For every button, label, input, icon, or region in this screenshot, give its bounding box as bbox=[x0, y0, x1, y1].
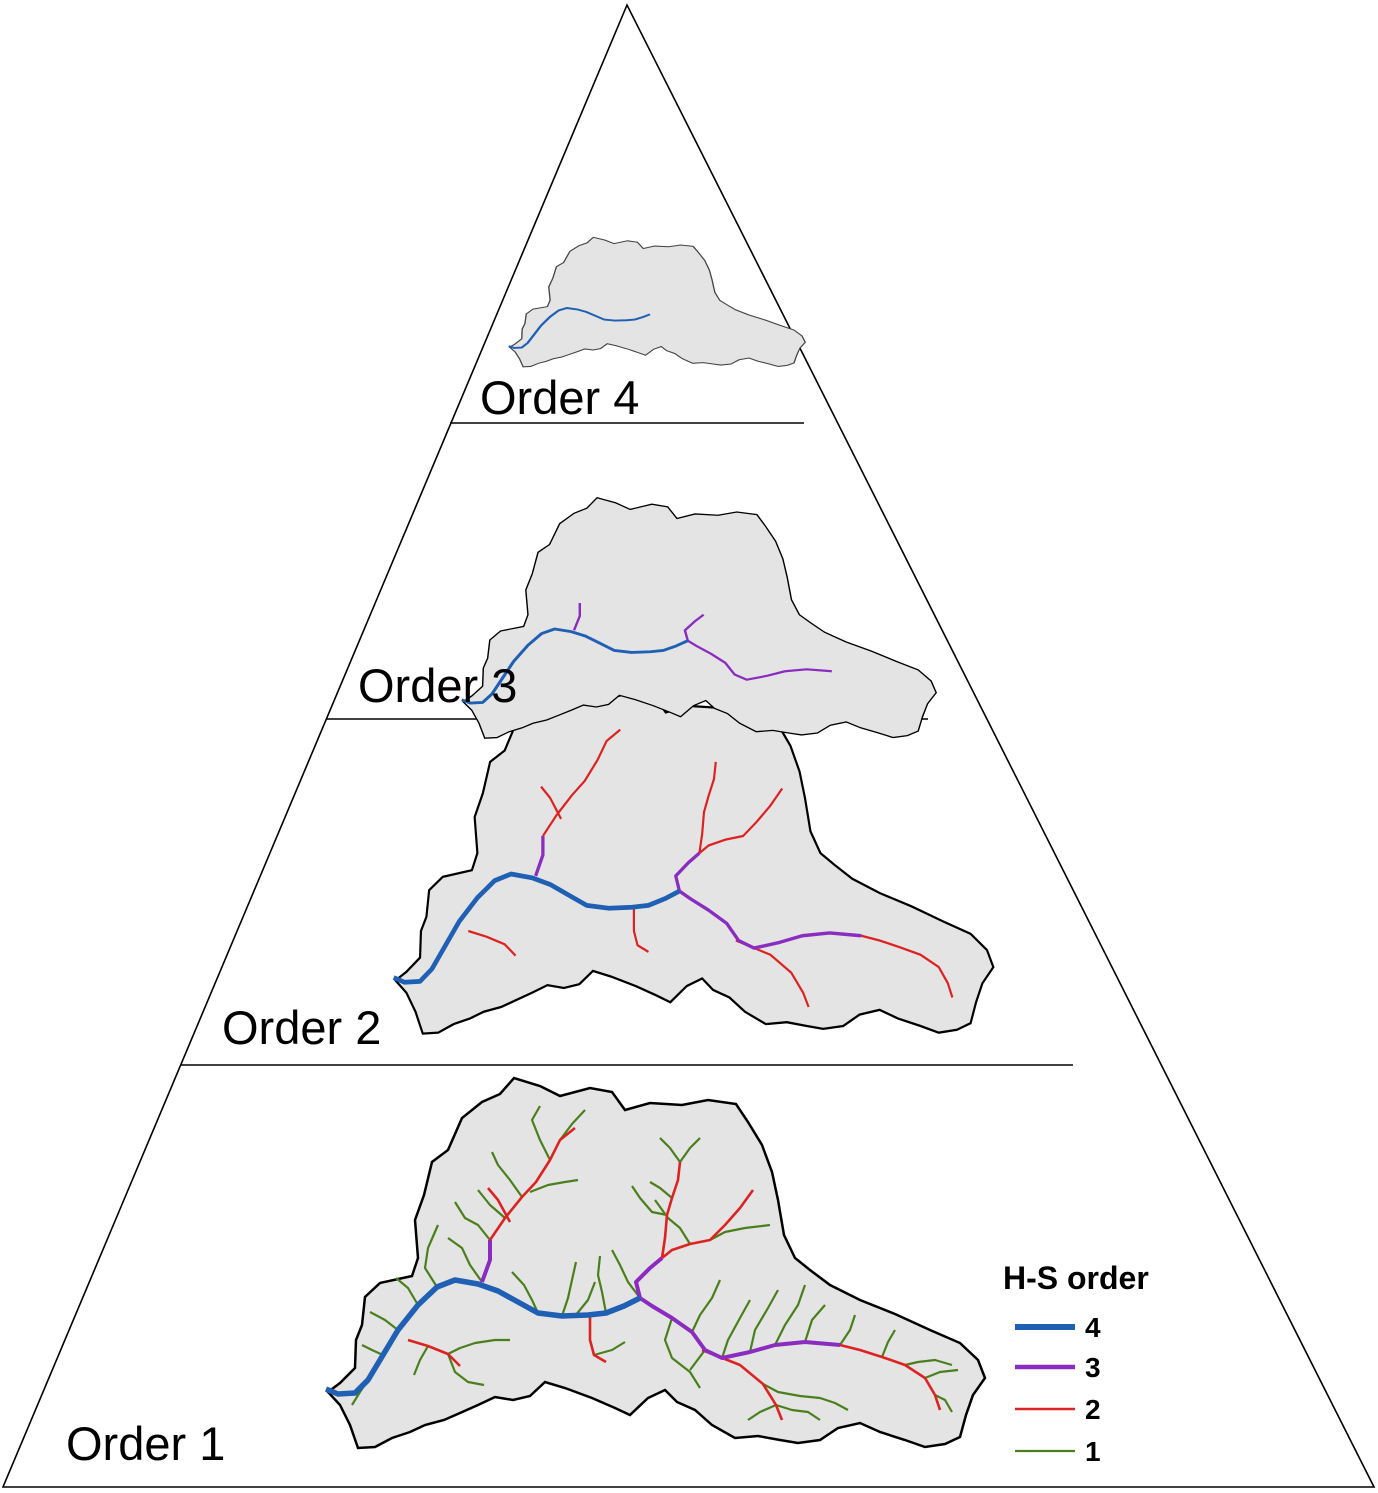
level-label-order-4: Order 4 bbox=[480, 371, 639, 424]
pyramid-outline bbox=[1, 3, 1376, 1488]
level-label-order-1: Order 1 bbox=[66, 1417, 225, 1470]
watershed-order-4 bbox=[507, 236, 806, 368]
legend: H-S order 4 3 2 1 bbox=[1003, 1260, 1149, 1467]
legend-label-4: 4 bbox=[1085, 1312, 1101, 1343]
legend-label-2: 2 bbox=[1085, 1394, 1101, 1425]
level-label-order-3: Order 3 bbox=[358, 659, 517, 712]
level-label-order-2: Order 2 bbox=[222, 1001, 381, 1054]
watershed-order-3 bbox=[460, 496, 937, 739]
legend-title: H-S order bbox=[1003, 1260, 1149, 1296]
watershed-order-1 bbox=[326, 1076, 987, 1450]
legend-label-3: 3 bbox=[1085, 1352, 1101, 1383]
legend-label-1: 1 bbox=[1085, 1436, 1101, 1467]
